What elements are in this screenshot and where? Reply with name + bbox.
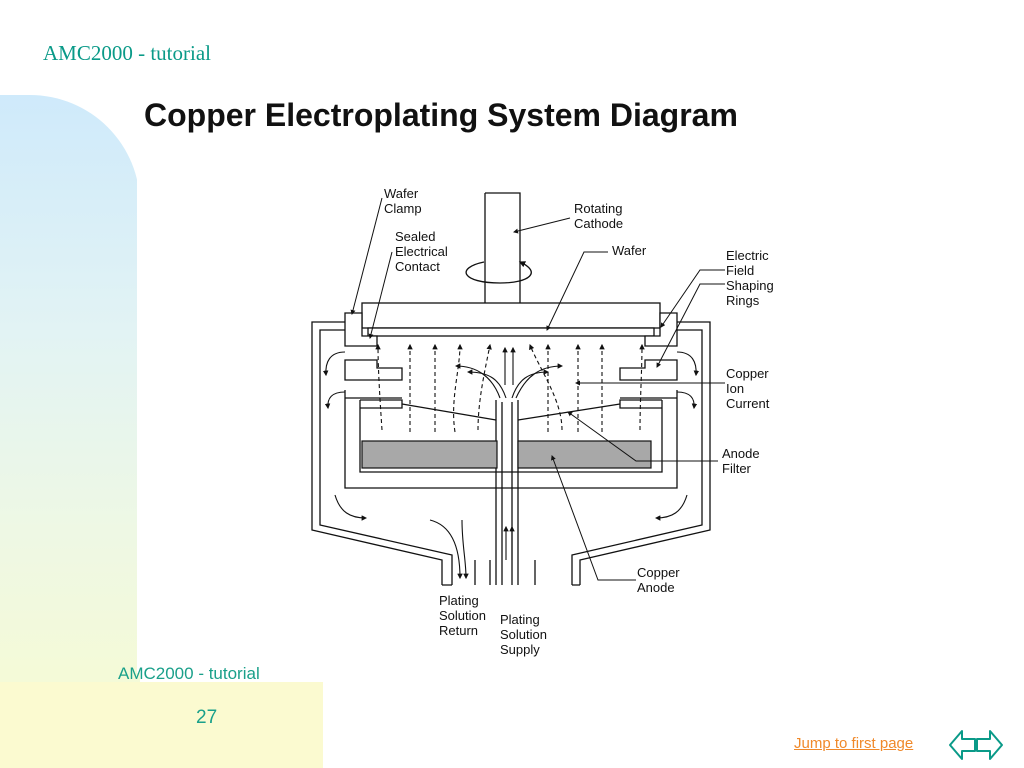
arrow-right-icon[interactable] (976, 730, 1003, 760)
jump-to-first-page-link[interactable]: Jump to first page (794, 735, 914, 752)
slide-title: Copper Electroplating System Diagram (144, 97, 738, 133)
slide-content (137, 95, 892, 673)
label-wafer: Wafer (612, 243, 647, 258)
inner-tank-wall (319, 329, 703, 585)
wafer-plate (367, 327, 655, 337)
inner-chamber (344, 390, 678, 489)
outer-tank (311, 321, 711, 585)
anode-filter-left (401, 403, 497, 421)
return-pipes (442, 560, 580, 586)
anode-filter-right (517, 403, 621, 421)
slide-navigation (949, 730, 1003, 760)
field-ring-right (619, 359, 678, 381)
wafer-clamp-right (644, 312, 678, 347)
cathode-shaft (484, 192, 521, 303)
copper-anode (361, 440, 498, 469)
copper-anode (517, 440, 652, 469)
footer-stub-text: AMC2000 - tutorial (118, 664, 260, 683)
field-ring-left (344, 359, 403, 381)
presentation-title: AMC2000 - tutorial (43, 41, 211, 65)
footer-panel (0, 682, 323, 768)
supply-pipe (495, 400, 519, 585)
background-gradient-panel (0, 95, 140, 768)
cathode-head (361, 302, 661, 329)
arrow-left-icon[interactable] (949, 730, 976, 760)
page-number: 27 (196, 707, 218, 728)
